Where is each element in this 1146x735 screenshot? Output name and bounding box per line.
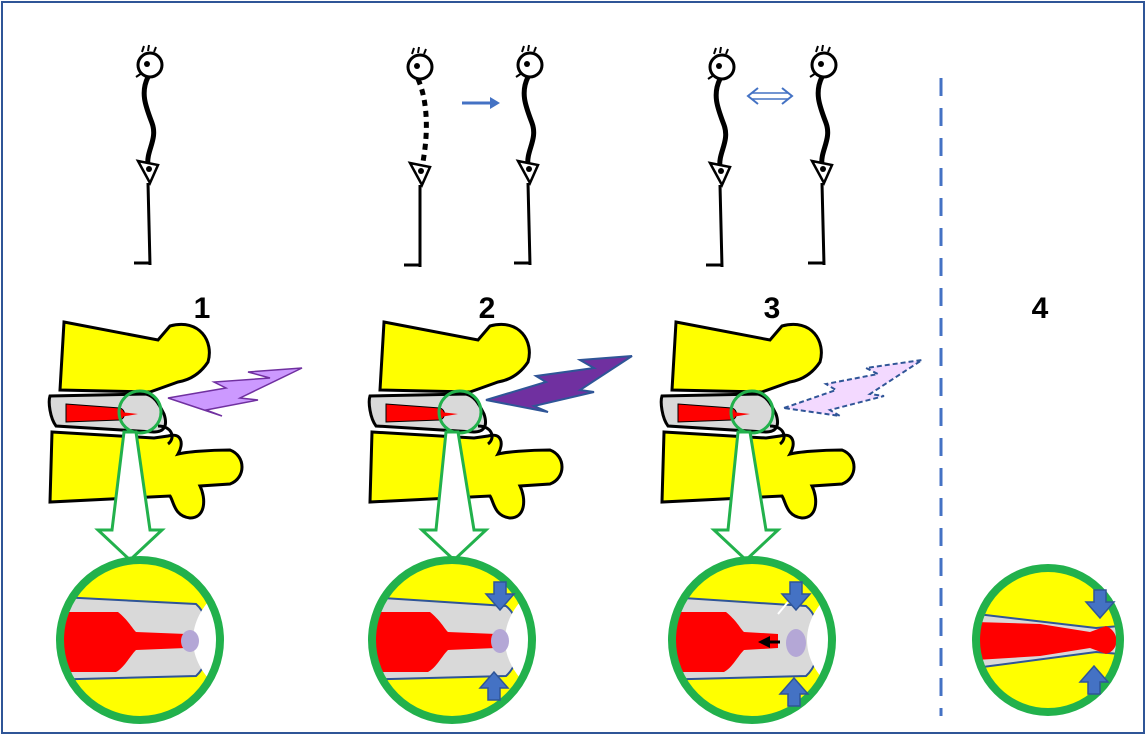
panel-label-2: 2 [479,292,496,325]
panel-label-3: 3 [764,292,781,325]
zoom-circle-2 [368,556,536,724]
magnifier-arrow-icon [710,430,782,563]
zoom-circle-4 [972,564,1124,716]
lightning-icon [167,367,303,417]
magnifier-ring-2 [437,389,483,435]
zoom-circle-3 [668,556,836,724]
figure-2-after [514,45,542,265]
zoom-circle-1 [56,556,224,724]
double-arrow-icon [746,87,794,105]
magnifier-ring-1 [117,389,163,435]
panel-label-1: 1 [194,292,211,325]
magnifier-arrow-icon [418,430,490,563]
lightning-icon [485,355,633,413]
figure-2-before [404,47,432,267]
vertebra-1 [47,320,244,520]
lightning-icon [783,359,923,417]
magnifier-ring-3 [729,389,775,435]
figure-3-left [706,47,734,267]
figure-1 [134,45,162,265]
figure-3-right [808,45,836,265]
magnifier-arrow-icon [94,430,166,563]
move-arrow-icon [462,97,500,109]
panel-label-4: 4 [1032,292,1049,325]
pressure-arrow-icon [777,581,811,615]
